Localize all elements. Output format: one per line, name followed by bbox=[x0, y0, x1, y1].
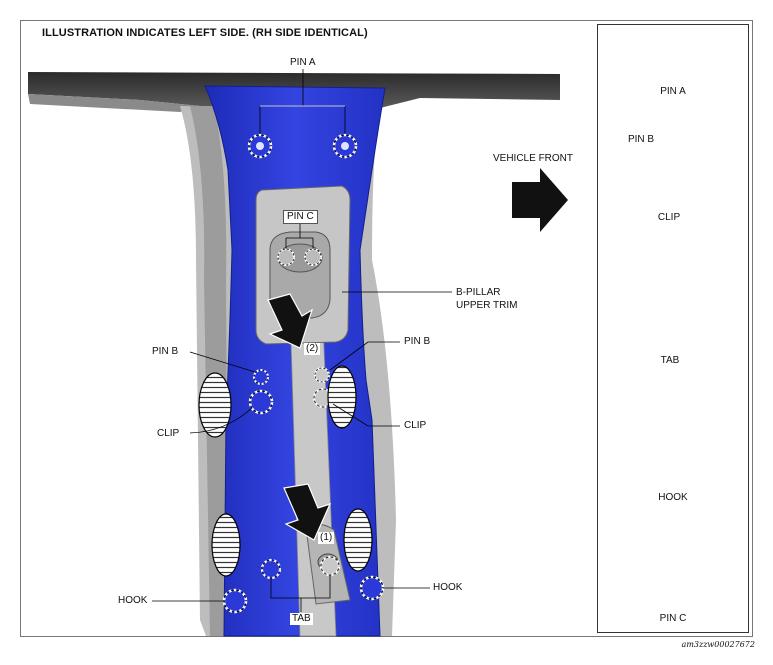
label-pin-b-right: PIN B bbox=[402, 336, 433, 348]
page-heading: ILLUSTRATION INDICATES LEFT SIDE. (RH SI… bbox=[42, 27, 368, 39]
fastener-detail-panel bbox=[597, 24, 749, 633]
removal-arrow-2 bbox=[267, 293, 314, 349]
label-hook-left: HOOK bbox=[116, 595, 150, 607]
label-b-pillar: B-PILLAR bbox=[454, 287, 503, 299]
hatch-right-upper bbox=[327, 365, 357, 429]
pin-b-right-marker bbox=[314, 367, 330, 383]
detail-label-pin-a: PIN A bbox=[660, 86, 686, 97]
detail-label-tab: TAB bbox=[660, 355, 680, 366]
hatch-left-upper bbox=[198, 372, 232, 438]
image-code: am3zzw00027672 bbox=[681, 640, 755, 649]
label-step-1: (1) bbox=[318, 532, 335, 544]
detail-label-pin-c: PIN C bbox=[659, 613, 687, 624]
label-pin-c: PIN C bbox=[283, 210, 318, 224]
label-pin-b-left: PIN B bbox=[150, 346, 181, 358]
label-clip-right: CLIP bbox=[402, 420, 429, 432]
label-step-2: (2) bbox=[304, 343, 321, 355]
label-clip-left: CLIP bbox=[155, 428, 182, 440]
removal-arrow-1 bbox=[283, 483, 332, 541]
hatch-right-lower bbox=[343, 508, 373, 572]
label-pin-a: PIN A bbox=[288, 57, 318, 69]
label-vehicle-front: VEHICLE FRONT bbox=[491, 153, 576, 165]
label-hook-right: HOOK bbox=[431, 582, 465, 594]
detail-label-hook: HOOK bbox=[658, 492, 688, 503]
detail-label-pin-b: PIN B bbox=[627, 134, 655, 145]
hook-right-marker bbox=[359, 575, 385, 601]
label-upper-trim: UPPER TRIM bbox=[454, 300, 520, 312]
vehicle-front-arrow bbox=[512, 168, 568, 232]
pin-b-left-marker bbox=[253, 369, 269, 385]
label-tab: TAB bbox=[290, 613, 313, 625]
detail-label-clip: CLIP bbox=[657, 212, 681, 223]
hatch-left-lower bbox=[211, 513, 241, 577]
hook-left-marker bbox=[222, 588, 248, 614]
pin-a-right-marker bbox=[332, 133, 358, 159]
pin-a-left-marker bbox=[247, 133, 273, 159]
clip-left-marker bbox=[248, 389, 274, 415]
